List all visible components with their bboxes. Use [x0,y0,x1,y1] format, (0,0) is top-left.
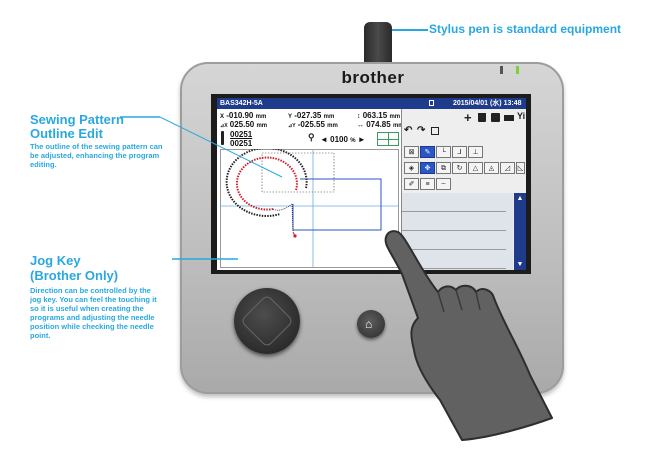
list-item[interactable] [402,193,506,212]
touch-screen[interactable]: BAS342H-5A 2015/04/01 (水) 13:48 X -010.9… [217,98,526,270]
length-readout: ↕ 063.15 mm [357,111,400,120]
add-icon[interactable]: + [464,110,472,125]
model-label: BAS342H-5A [220,100,263,107]
x-label: X [220,114,225,120]
y-label: Y [288,114,293,120]
zoom-right-arrow-icon[interactable]: ► [357,135,366,144]
tool-line-icon[interactable]: └ [436,146,451,158]
tool-stitch-icon[interactable]: ⅃ [452,146,467,158]
image-icon[interactable] [431,127,439,135]
pattern-canvas[interactable] [220,149,399,268]
stylus-pen [364,22,392,64]
y-readout: Y -027.35 mm [288,111,334,120]
list-item[interactable] [402,231,506,250]
needle-icon [221,131,224,145]
width-icon: ↔ [357,122,364,129]
list-item[interactable] [402,212,506,231]
zoom-icon[interactable]: ⚲ [308,132,315,142]
iy-readout: ⊿Y -025.55 mm [288,120,338,129]
data-list[interactable] [402,193,513,270]
tool-mirror-icon[interactable]: ◬ [484,162,499,174]
tool-move-icon[interactable]: ✥ [420,162,435,174]
tool-outline-edit-icon[interactable]: ✎ [420,146,435,158]
hand-illustration [384,230,553,441]
tool-pen-icon[interactable]: ✐ [404,178,419,190]
ix-readout: ⊿X 025.50 mm [220,120,267,129]
zoom-unit: % [350,138,356,144]
tool-eraser-icon[interactable]: ◈ [404,162,419,174]
screen-titlebar: BAS342H-5A 2015/04/01 (水) 13:48 [217,98,526,109]
iy-unit: mm [327,123,338,129]
tool-slant-icon[interactable]: ◿ [500,162,515,174]
undo-icon[interactable]: ↶ [404,125,413,136]
jog-callout-title-1: Jog Key [30,253,81,268]
jog-key[interactable] [234,288,300,354]
length-value: 063.15 [362,111,388,120]
zoom-control: ◄ 0100 % ► [320,135,366,144]
home-button[interactable]: ⌂ [357,310,385,338]
ix-unit: mm [256,123,268,129]
x-unit: mm [255,114,267,120]
stylus-callout-line [392,29,428,31]
width-value: 074.85 [366,120,391,129]
ix-label: ⊿X [220,123,228,129]
tool-stitch-type-icon[interactable]: ≡ [420,178,435,190]
list-scrollbar[interactable]: ▲ ▼ [514,193,526,270]
ix-value: 025.50 [229,120,255,129]
tool-rotate-icon[interactable]: ↻ [452,162,467,174]
stylus-callout-text: Stylus pen is standard equipment [429,22,622,36]
save-icon[interactable] [491,113,500,122]
outline-callout-title-1: Sewing Pattern [30,112,124,127]
card-slot-icon[interactable] [504,115,514,121]
stitch-total: 00251 [230,139,253,148]
grid-view-icon[interactable] [377,132,399,146]
length-icon: ↕ [357,113,361,120]
outline-callout-desc: The outline of the sewing pattern can be… [30,142,163,169]
tool-scale-icon[interactable]: △ [468,162,483,174]
iy-label: ⊿Y [288,123,296,129]
status-led-2 [516,66,519,74]
jog-callout-desc: Direction can be controlled by the jog k… [30,286,157,340]
width-unit: mm [392,123,404,129]
length-unit: mm [389,114,401,120]
stitch-current: 00251 [230,130,253,139]
status-led-1 [500,66,503,74]
tool-shear-icon[interactable]: ◺ [516,162,525,174]
y-value: -027.35 [294,111,322,120]
tool-edit-icon[interactable]: ⊠ [404,146,419,158]
redo-icon[interactable]: ↷ [417,125,426,136]
list-item[interactable] [402,250,506,269]
scroll-up-icon[interactable]: ▲ [516,195,524,202]
trash-icon[interactable] [478,113,486,122]
card-icon [429,100,434,106]
home-icon: ⌂ [365,317,373,331]
tool-point-icon[interactable]: ⊥ [468,146,483,158]
jog-callout-title-2: (Brother Only) [30,268,119,283]
y-unit: mm [323,114,335,120]
scroll-down-icon[interactable]: ▼ [516,261,524,268]
x-value: -010.90 [226,111,254,120]
width-readout: ↔ 074.85 mm [357,120,404,129]
datetime: 2015/04/01 (水) 13:48 [453,100,522,107]
tool-copy-icon[interactable]: ⧉ [436,162,451,174]
tool-dash-icon[interactable]: ┄ [436,178,451,190]
zoom-value: 0100 [330,135,348,144]
x-readout: X -010.90 mm [220,111,266,120]
brand-logo: brother [341,68,405,87]
iy-value: -025.55 [297,120,325,129]
zoom-left-arrow-icon[interactable]: ◄ [320,135,328,144]
outline-callout-title-2: Outline Edit [30,126,103,141]
settings-icon[interactable]: Yi [517,111,526,121]
